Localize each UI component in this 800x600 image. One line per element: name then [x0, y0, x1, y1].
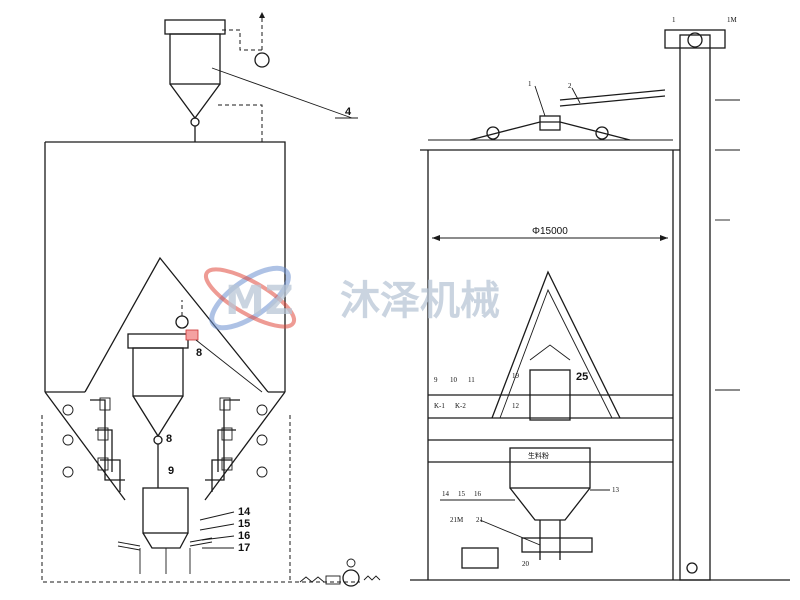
motor-icons-right: [256, 404, 268, 478]
label-8-bottom: 8: [166, 433, 172, 445]
svg-text:1: 1: [672, 16, 676, 24]
svg-text:9: 9: [434, 376, 438, 384]
leader-4: [211, 67, 353, 119]
inner-cone-bottom: [132, 395, 184, 438]
inner-filter-body: [132, 347, 184, 397]
blower-unit-r: [461, 547, 499, 569]
top-filter-cone: [169, 83, 221, 120]
logo-swoosh-blue: [209, 265, 291, 331]
svg-text:21: 21: [476, 516, 484, 524]
svg-text:10: 10: [450, 376, 458, 384]
label-8-top: 8: [196, 347, 202, 359]
label-16: 16: [238, 530, 250, 542]
label-15: 15: [238, 518, 250, 530]
inner-fan-icon: [175, 315, 189, 329]
svg-text:1M: 1M: [727, 16, 738, 24]
svg-text:21M: 21M: [450, 516, 464, 524]
blower-motor-icon: [346, 558, 356, 568]
svg-text:11: 11: [468, 376, 475, 384]
left-valve-bank: [90, 397, 125, 492]
svg-text:13: 13: [612, 486, 620, 494]
svg-text:20: 20: [522, 560, 530, 568]
label-17: 17: [238, 542, 250, 554]
svg-text:19: 19: [512, 372, 520, 380]
svg-text:16: 16: [474, 490, 482, 498]
exhaust-arrow-icon: [259, 12, 265, 18]
hopper-right: [204, 391, 286, 501]
air-line: [218, 104, 263, 142]
svg-text:12: 12: [512, 402, 520, 410]
brand-watermark: MZ 沐泽机械: [203, 265, 500, 331]
silo-wall-right: [45, 141, 286, 392]
motor-icons-left: [62, 404, 74, 478]
svg-text:15: 15: [458, 490, 466, 498]
top-filter-body: [169, 33, 221, 85]
watermark-brand: MZ: [225, 278, 294, 324]
control-line-left: [41, 415, 360, 583]
blower-icon: [342, 569, 360, 587]
rotary-valve: [190, 117, 200, 127]
svg-text:2: 2: [568, 82, 572, 90]
left-silo-diagram: 4 8 8 9: [41, 12, 381, 587]
mixing-tank: [142, 487, 189, 534]
label-9: 9: [168, 465, 174, 477]
watermark-brand-cn: 沐泽机械: [340, 278, 500, 324]
diameter-label: Φ15000: [532, 226, 568, 237]
top-conveyor: [469, 121, 631, 141]
aerator-valves: [117, 537, 213, 551]
svg-text:25: 25: [576, 371, 588, 383]
label-4: 4: [345, 106, 352, 118]
svg-text:1: 1: [528, 80, 532, 88]
fan-icon: [254, 52, 270, 68]
fan-duct: [222, 29, 262, 51]
central-mixer: [529, 369, 571, 421]
right-silo-diagram: 1 2 1 1M Φ15000 9 10 11 K-1 K-2 19 25: [410, 16, 790, 581]
svg-text:14: 14: [442, 490, 450, 498]
inner-filter-cap: [127, 333, 189, 349]
hopper-left: [44, 391, 126, 501]
svg-text:生料粉: 生料粉: [528, 451, 549, 460]
svg-text:K-1: K-1: [434, 402, 445, 410]
inner-cone: [84, 256, 269, 393]
inner-fan-motor: [185, 329, 199, 341]
svg-text:K-2: K-2: [455, 402, 466, 410]
elevator-head: [664, 29, 726, 49]
inner-cone-r: [491, 270, 621, 419]
bucket-elevator: [679, 34, 711, 581]
top-filter-cap: [164, 19, 226, 35]
logo-swoosh-red: [203, 267, 297, 329]
right-valve-bank: [205, 397, 240, 492]
label-14: 14: [238, 506, 251, 518]
distributor-box: [539, 115, 561, 131]
bottom-mixing-tank: [509, 447, 591, 489]
